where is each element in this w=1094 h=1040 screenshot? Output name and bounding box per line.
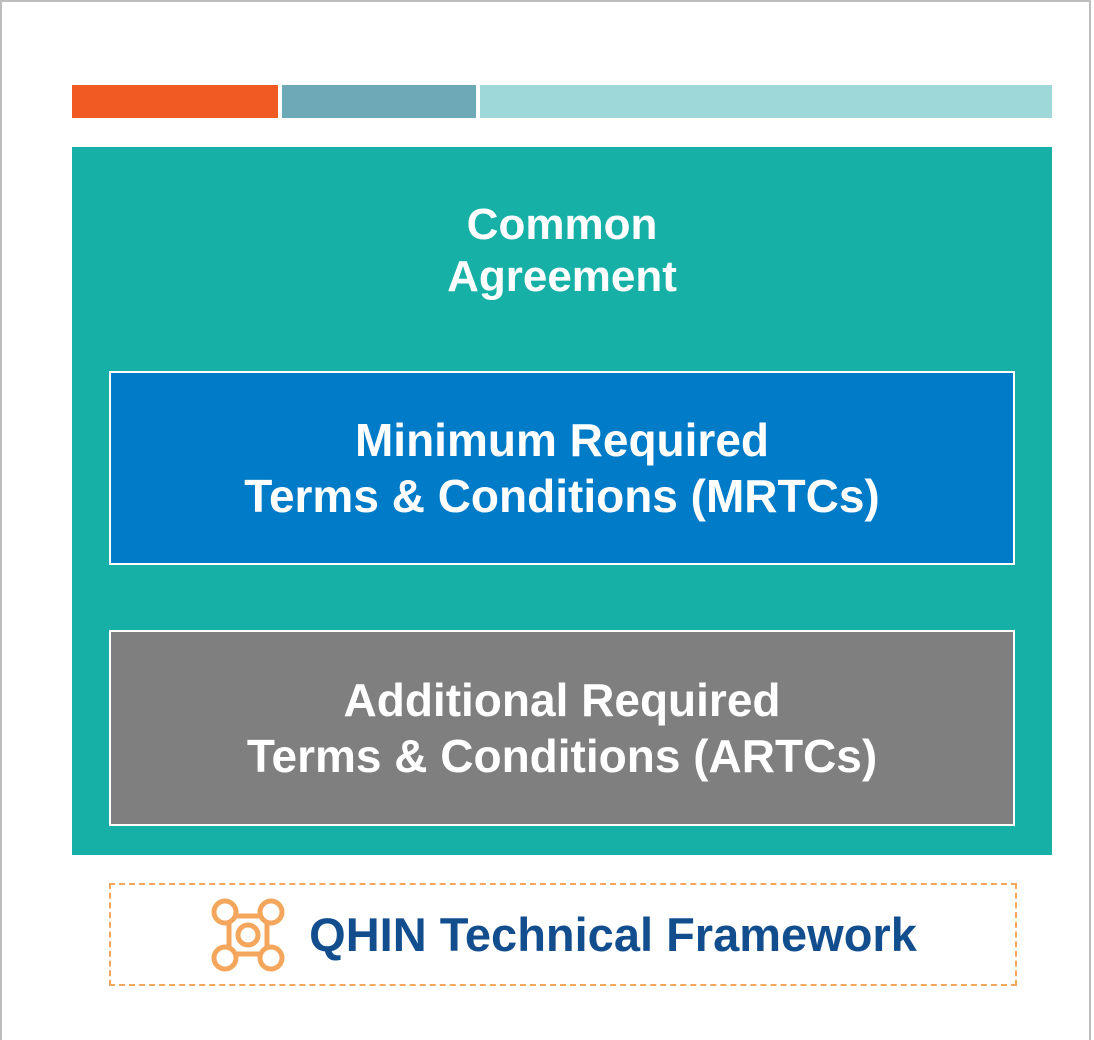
accent-bar-steel [282,85,476,118]
mrtc-label: Minimum Required Terms & Conditions (MRT… [244,414,880,522]
network-nodes-icon [209,896,287,974]
qhin-technical-framework-box: QHIN Technical Framework [109,883,1017,986]
artc-label: Additional Required Terms & Conditions (… [246,674,878,782]
common-agreement-title: Common Agreement [447,200,677,301]
mrtc-box: Minimum Required Terms & Conditions (MRT… [109,371,1015,565]
common-agreement-block: Common Agreement Minimum Required Terms … [72,147,1052,855]
accent-bar-light-teal [480,85,1052,118]
accent-bar-orange [72,85,278,118]
artc-box: Additional Required Terms & Conditions (… [109,630,1015,826]
qhin-label: QHIN Technical Framework [309,907,917,961]
